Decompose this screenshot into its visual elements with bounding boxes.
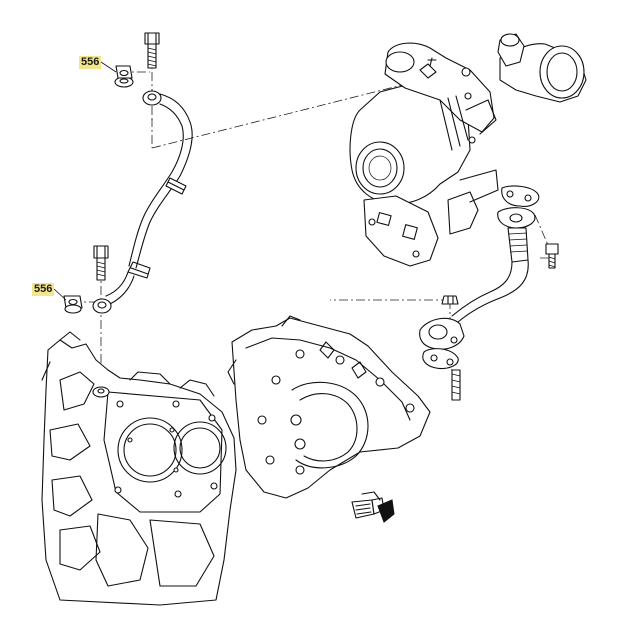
return-pipe-lower-gasket[interactable] — [422, 348, 459, 370]
return-pipe-stud[interactable] — [451, 369, 461, 401]
lower-banjo-bolt[interactable] — [93, 245, 109, 281]
front-direction-arrow-icon — [351, 491, 395, 523]
part-number-callout-top[interactable]: 556 — [79, 56, 102, 69]
lower-sealing-washer[interactable] — [63, 295, 83, 314]
part-number-callout-lower[interactable]: 556 — [32, 283, 55, 296]
top-banjo-bolt[interactable] — [144, 32, 160, 69]
engine-block — [41, 331, 237, 606]
top-sealing-washer[interactable] — [114, 65, 134, 88]
oil-feed-pipe[interactable] — [92, 90, 193, 314]
turbocharger[interactable] — [349, 33, 587, 267]
return-pipe-bolt[interactable] — [545, 243, 559, 269]
callout-leader-lines — [53, 61, 117, 301]
oil-return-pipe[interactable] — [419, 207, 536, 350]
return-pipe-gasket[interactable] — [501, 185, 540, 207]
timing-cover — [227, 315, 431, 499]
return-pipe-lower-nut[interactable] — [441, 295, 459, 305]
